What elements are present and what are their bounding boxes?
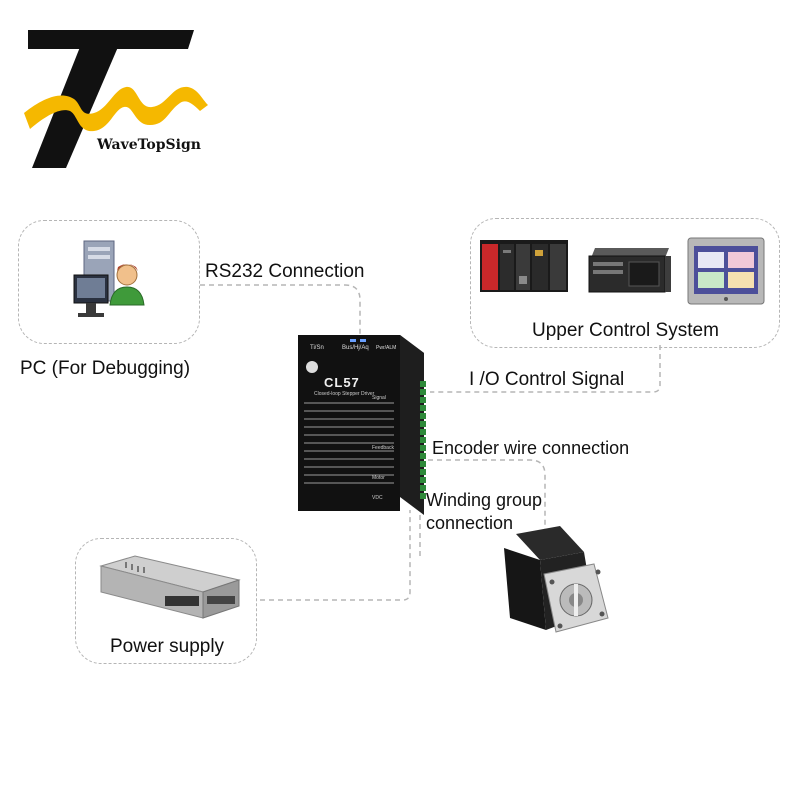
driver-side-feedback: Feedback <box>372 445 394 451</box>
driver-model: CL57 <box>324 375 360 390</box>
logo: WaveTopSign <box>22 25 222 175</box>
power-supply-label: Power supply <box>110 636 225 657</box>
rs232-label: RS232 Connection <box>205 261 365 282</box>
driver-side-motor: Motor <box>372 475 385 481</box>
driver-top-mid: Bus/Hj/Aq <box>342 345 369 351</box>
hmi-panel-icon <box>686 236 768 306</box>
brand-name: WaveTopSign <box>97 137 201 153</box>
power-supply-box <box>75 538 257 664</box>
upper-control-label: Upper Control System <box>532 320 719 341</box>
stepper-motor-icon <box>498 520 618 640</box>
pc-box <box>18 220 200 344</box>
encoder-label: Encoder wire connection <box>432 438 630 458</box>
io-signal-label: I /O Control Signal <box>469 369 625 390</box>
plc-icon <box>478 236 570 298</box>
driver-top-left: Ti/Sn <box>310 345 324 351</box>
driver-subtitle: Closed-loop Stepper Driver <box>314 391 375 397</box>
stepper-driver: Ti/Sn Bus/Hj/Aq Pwr/ALM CL57 Closed-loop… <box>290 325 430 515</box>
power-supply-icon <box>95 552 245 622</box>
driver-side-vdc: VDC <box>372 495 383 501</box>
winding-label-line2: connection <box>426 513 514 533</box>
driver-side-signal: Signal <box>372 395 386 401</box>
industrial-pc-icon <box>585 244 673 296</box>
pc-label: PC (For Debugging) <box>20 358 191 379</box>
winding-label-line1: Winding group <box>426 490 543 510</box>
driver-top-right: Pwr/ALM <box>376 345 397 351</box>
logo-mark-icon <box>24 30 208 168</box>
pc-user-icon <box>70 235 150 325</box>
upper-control-box <box>470 218 780 348</box>
